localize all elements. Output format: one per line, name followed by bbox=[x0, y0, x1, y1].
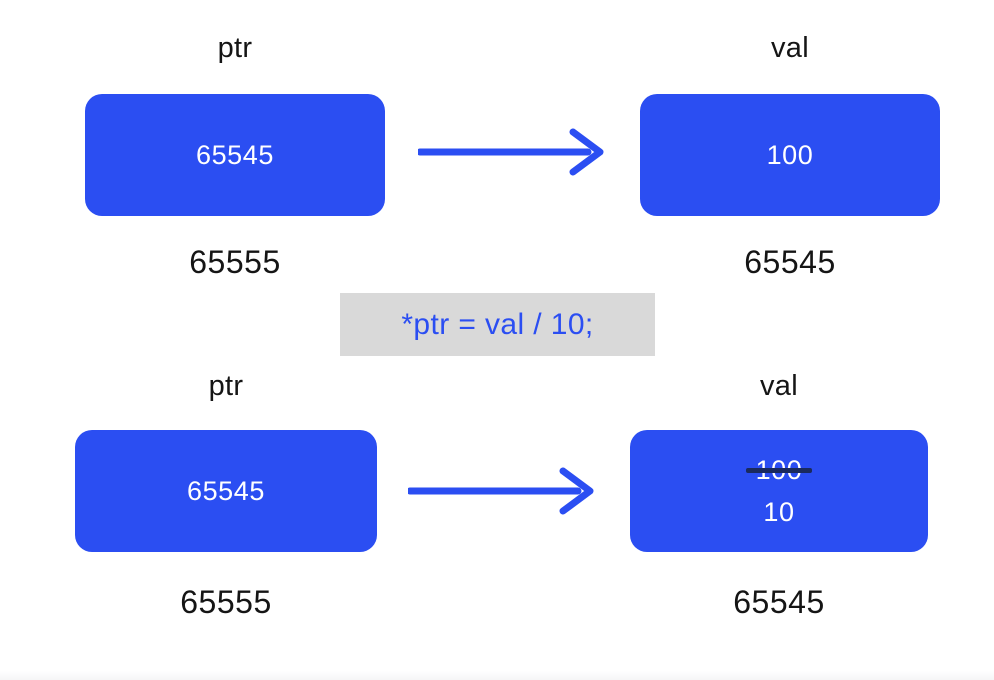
after-val-memory-box: 100 10 bbox=[630, 430, 928, 552]
code-snippet: *ptr = val / 10; bbox=[340, 293, 655, 356]
after-ptr-value: 65545 bbox=[186, 476, 266, 506]
strikethrough-line bbox=[745, 468, 813, 473]
before-ptr-value: 65545 bbox=[195, 140, 275, 170]
after-val-label: val bbox=[760, 370, 798, 402]
pointer-arrow-icon bbox=[418, 128, 604, 176]
before-val-address: 65545 bbox=[744, 244, 836, 280]
before-val-memory-box: 100 bbox=[640, 94, 940, 216]
before-ptr-memory-box: 65545 bbox=[85, 94, 385, 216]
before-ptr-label: ptr bbox=[217, 32, 253, 64]
pointer-arrow-icon bbox=[408, 467, 594, 515]
after-val-old-value: 100 bbox=[745, 449, 813, 491]
footer-strip bbox=[0, 671, 994, 680]
after-val-new-value: 10 bbox=[763, 497, 795, 527]
before-ptr-address: 65555 bbox=[189, 244, 281, 280]
after-ptr-address: 65555 bbox=[180, 584, 272, 620]
after-val-address: 65545 bbox=[733, 584, 825, 620]
before-val-value: 100 bbox=[766, 140, 814, 170]
after-ptr-memory-box: 65545 bbox=[75, 430, 377, 552]
after-ptr-label: ptr bbox=[208, 370, 244, 402]
before-val-label: val bbox=[771, 32, 809, 64]
